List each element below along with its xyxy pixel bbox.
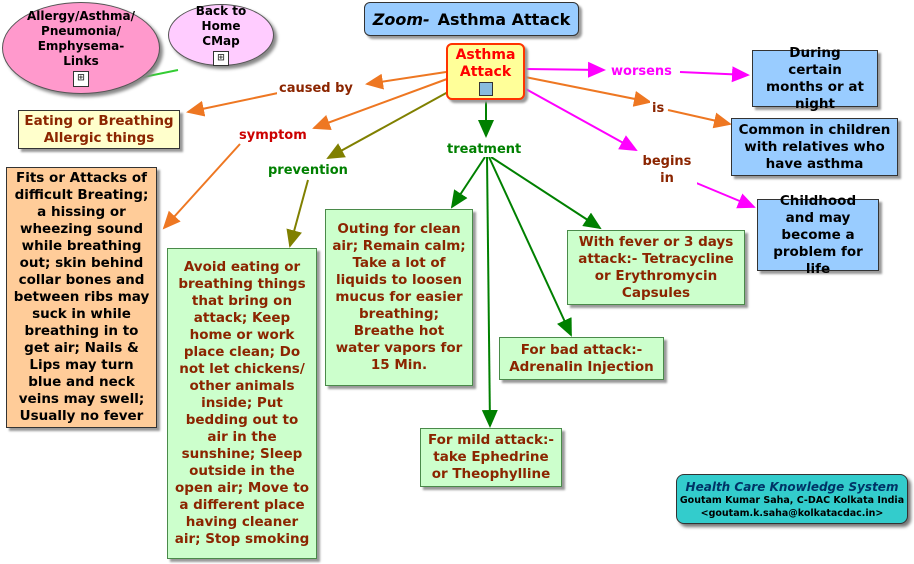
credit-author: Goutam Kumar Saha, C-DAC Kolkata India [679, 495, 905, 506]
title-prefix: Zoom- [372, 9, 430, 29]
links-nav-button[interactable]: Allergy/Asthma/ Pneumonia/ Emphysema- Li… [2, 2, 160, 94]
concept-prevention[interactable]: Avoid eating or breathing things that br… [167, 248, 317, 559]
link-treatment: treatment [445, 142, 524, 157]
concept-treatment-fever[interactable]: With fever or 3 days attack:- Tetracycli… [567, 230, 745, 305]
concept-treatment-mild-text: For mild attack:- take Ephedrine or Theo… [427, 432, 555, 482]
credit-system: Health Care Knowledge System [685, 480, 899, 494]
link-begins-in: begins in [637, 153, 697, 187]
concept-worsens-text: During certain months or at night [766, 44, 864, 112]
link-worsens: worsens [609, 64, 674, 79]
concept-is-text: Common in children with relatives who ha… [738, 121, 891, 172]
home-nav-button[interactable]: Back to Home CMap ⊞ [168, 4, 274, 66]
concept-cause-text: Eating or Breathing Allergic things [24, 112, 174, 146]
credit-box: Health Care Knowledge System Goutam Kuma… [676, 474, 908, 524]
concept-symptoms[interactable]: Fits or Attacks of difficult Breating; a… [6, 167, 157, 428]
page-title: Zoom- Asthma Attack [364, 2, 579, 36]
central-concept-label: Asthma Attack [455, 47, 516, 80]
concept-cause[interactable]: Eating or Breathing Allergic things [18, 110, 180, 149]
concept-treatment-fever-text: With fever or 3 days attack:- Tetracycli… [578, 233, 734, 301]
home-nav-label: Back to Home CMap [195, 4, 247, 48]
concept-treatment-bad-text: For bad attack:- Adrenalin Injection [509, 341, 654, 375]
concept-symptoms-text: Fits or Attacks of difficult Breating; a… [13, 170, 150, 424]
concept-treatment-bad[interactable]: For bad attack:- Adrenalin Injection [499, 337, 664, 380]
link-is: is [650, 101, 667, 116]
concept-is[interactable]: Common in children with relatives who ha… [731, 118, 898, 176]
central-concept-asthma-attack[interactable]: Asthma Attack [446, 43, 525, 100]
concept-treatment-mild[interactable]: For mild attack:- take Ephedrine or Theo… [420, 428, 562, 487]
credit-email[interactable]: <goutam.k.saha@kolkatacdac.in> [700, 508, 884, 519]
cmap-icon[interactable]: ⊞ [213, 51, 229, 66]
concept-treatment-general[interactable]: Outing for clean air; Remain calm; Take … [325, 209, 473, 386]
concept-prevention-text: Avoid eating or breathing things that br… [174, 259, 310, 547]
link-prevention: prevention [266, 163, 350, 178]
image-icon[interactable] [478, 82, 493, 96]
concept-treatment-general-text: Outing for clean air; Remain calm; Take … [332, 221, 466, 373]
cmap-icon[interactable]: ⊞ [73, 71, 89, 87]
concept-begins-in[interactable]: Childhood and may become a problem for l… [757, 193, 879, 277]
link-caused-by: caused by [277, 81, 355, 96]
title-text: Asthma Attack [437, 9, 571, 29]
concept-begins-in-text: Childhood and may become a problem for l… [773, 192, 863, 277]
concept-worsens[interactable]: During certain months or at night [752, 45, 878, 112]
link-symptom: symptom [237, 128, 309, 143]
links-nav-label: Allergy/Asthma/ Pneumonia/ Emphysema- Li… [26, 9, 136, 68]
